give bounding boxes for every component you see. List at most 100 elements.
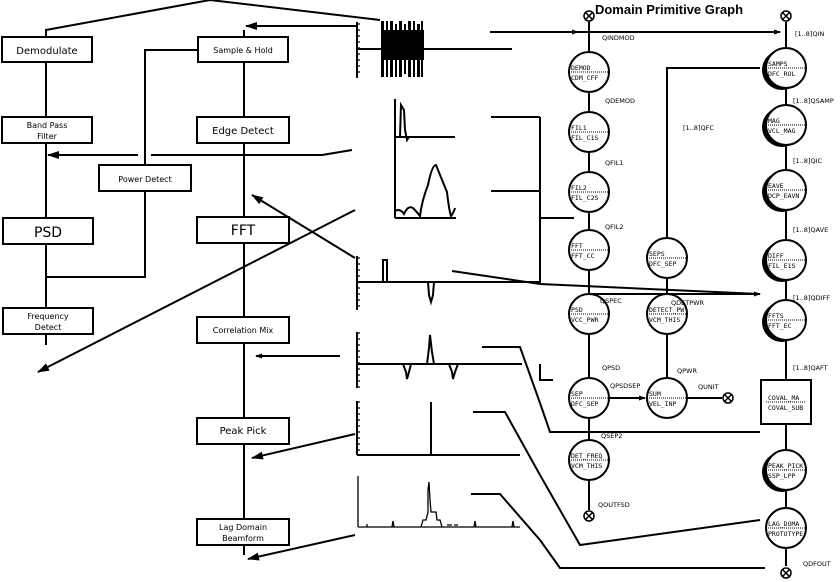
node-name: DIFF <box>768 252 784 260</box>
node-name: FFT <box>571 242 583 250</box>
block-power-detect[interactable]: Power Detect <box>98 164 192 192</box>
block-psd[interactable]: PSD <box>2 217 94 245</box>
block-demodulate[interactable]: Demodulate <box>1 36 93 63</box>
block-label: Demodulate <box>16 46 77 57</box>
block-label: Filter <box>37 132 58 141</box>
graph-node-covar[interactable]: COVAL_MA COVAL_SUB <box>760 379 812 425</box>
node-name: PEAK_PICK <box>768 462 803 470</box>
node-name: MAG <box>768 117 780 125</box>
block-peak-pick[interactable]: Peak Pick <box>196 417 290 445</box>
queue-label-qpwr: QPWR <box>677 367 697 375</box>
graph-node-sep[interactable]: SEP DFC_SEP <box>568 377 610 419</box>
node-primitive: CDM_CFF <box>571 74 598 82</box>
block-frequency-detect[interactable]: Frequency Detect <box>2 307 94 335</box>
block-correlation-mix[interactable]: Correlation Mix <box>196 316 290 344</box>
waveform-impulse <box>356 401 541 476</box>
node-name: FFTS <box>768 312 784 320</box>
node-name: DETECT_PW <box>649 306 684 314</box>
waveform-edge-pulse <box>394 99 540 154</box>
queue-label-qdiff: [1..8]QDIFF <box>793 294 830 302</box>
block-label: Power Detect <box>118 175 171 184</box>
node-name: SAMPS <box>768 60 788 68</box>
node-primitive: FFT_CC <box>571 252 595 260</box>
graph-node-det-freq[interactable]: DET_FREQ VCM_THIS <box>568 439 610 481</box>
queue-label-qfil2: QFIL2 <box>605 223 624 231</box>
graph-node-eave[interactable]: EAVE DCP_EAVN <box>762 169 807 212</box>
graph-link-lines <box>490 29 765 569</box>
terminal-qoutfsd-sink <box>583 510 595 522</box>
arrow <box>37 209 356 373</box>
graph-node-samps[interactable]: SAMPS DFC_ROL <box>762 47 807 90</box>
block-lag-domain-beamform[interactable]: Lag Domain Beamform <box>196 518 290 546</box>
waveform-rect-pulse <box>356 256 541 310</box>
terminal-qdfout-sink <box>780 567 792 579</box>
block-fft[interactable]: FFT <box>196 216 290 244</box>
queue-label-qic: [1..8]QIC <box>793 157 823 165</box>
block-edge-detect[interactable]: Edge Detect <box>196 116 290 144</box>
node-name: FIL1 <box>571 124 587 132</box>
terminal-qunit-sink <box>722 392 734 404</box>
waveform-correlation <box>356 332 541 404</box>
queue-label-qpsdsep: QPSDSEP <box>610 382 640 390</box>
node-primitive: COVAL_SUB <box>768 404 803 412</box>
node-primitive: SSP_LPP <box>768 472 795 480</box>
node-name: SUM <box>649 390 661 398</box>
terminals <box>583 10 792 579</box>
block-label: Sample & Hold <box>213 46 273 55</box>
queue-label-qdfout: QDFOUT <box>803 560 831 568</box>
queue-label-qspec: QSPEC <box>600 297 622 305</box>
waveform-modulated-signal <box>356 21 540 78</box>
queue-label-qdetpwr: QDETPWR <box>671 299 705 307</box>
block-label: Band Pass <box>27 121 68 130</box>
node-primitive: FIL_C2S <box>571 194 598 202</box>
node-primitive: DFC_ROL <box>768 70 795 78</box>
queue-label-qunit: QUNIT <box>698 383 719 391</box>
block-label: Beamform <box>222 534 264 543</box>
queue-label-qave: [1..8]QAVE <box>793 226 828 234</box>
feedback-line <box>45 0 381 37</box>
queue-label-qoutfsd: QOUTFSD <box>598 501 630 509</box>
node-name: COVAL_MA <box>768 394 799 402</box>
block-label: Peak Pick <box>220 426 267 437</box>
node-primitive: DFC_SEP <box>571 400 598 408</box>
queue-label-qfc: [1..8]QFC <box>683 124 714 132</box>
node-name: EAVE <box>768 182 784 190</box>
terminal-qin-source <box>780 10 792 22</box>
node-primitive: FIL_C1S <box>571 134 598 142</box>
node-name: FIL2 <box>571 184 587 192</box>
left-column-1: Demodulate Band Pass Filter Power Detect… <box>1 0 381 345</box>
node-name: LAG_DOMA <box>768 520 799 528</box>
graph-node-fft[interactable]: FFT FFT_CC <box>568 229 610 271</box>
block-sample-hold[interactable]: Sample & Hold <box>197 36 289 63</box>
domain-primitive-graph <box>490 22 787 566</box>
graph-node-peak-pick[interactable]: PEAK_PICK SSP_LPP <box>762 449 807 492</box>
node-primitive: VCM_THIS <box>571 462 602 470</box>
waveform-spectrum <box>394 150 541 284</box>
waveform-panels <box>356 21 541 541</box>
terminal-qindmod-source <box>583 10 595 22</box>
node-name: SEP <box>571 390 583 398</box>
block-label: Edge Detect <box>212 126 274 137</box>
block-label: Frequency <box>27 312 69 321</box>
block-label: Detect <box>35 323 62 332</box>
block-band-pass-filter[interactable]: Band Pass Filter <box>1 116 93 144</box>
node-name: DET_FREQ <box>571 452 602 460</box>
arrow <box>251 433 356 460</box>
block-label: Correlation Mix <box>213 326 274 335</box>
queue-label-qindmod: QINDMOD <box>602 34 635 42</box>
queue-label-qaft: [1..8]QAFT <box>793 364 828 372</box>
left-column-2: Sample & Hold Edge Detect FFT Correlatio… <box>37 22 356 561</box>
node-primitive: DCP_EAVN <box>768 192 799 200</box>
